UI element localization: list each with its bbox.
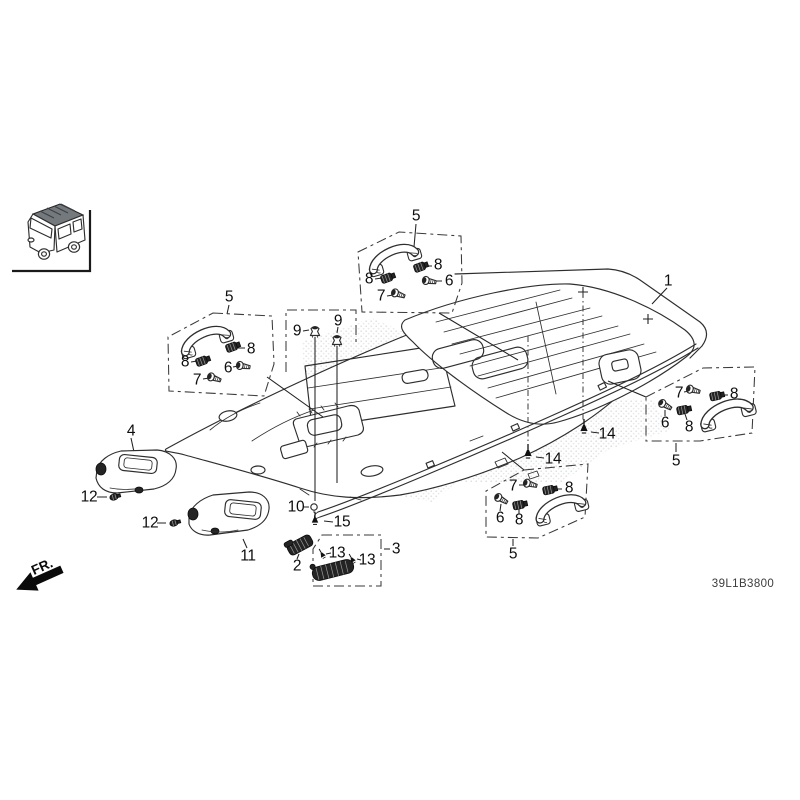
detail-boxes	[167, 231, 756, 587]
clip-10	[310, 503, 318, 513]
fasteners	[108, 259, 726, 565]
diagram-code: 39L1B3800	[712, 578, 774, 590]
fr-direction: FR.	[16, 555, 64, 591]
leader-lines	[97, 223, 728, 561]
part-3-console	[309, 559, 355, 581]
roof-side-rail	[314, 343, 699, 520]
vehicle-thumbnail	[12, 203, 92, 273]
fr-arrow-icon	[16, 565, 64, 591]
vehicle-icon	[27, 203, 86, 260]
sun-visor-4	[95, 449, 177, 494]
part-2-bracket	[283, 534, 314, 556]
sun-visor-11	[187, 491, 270, 536]
